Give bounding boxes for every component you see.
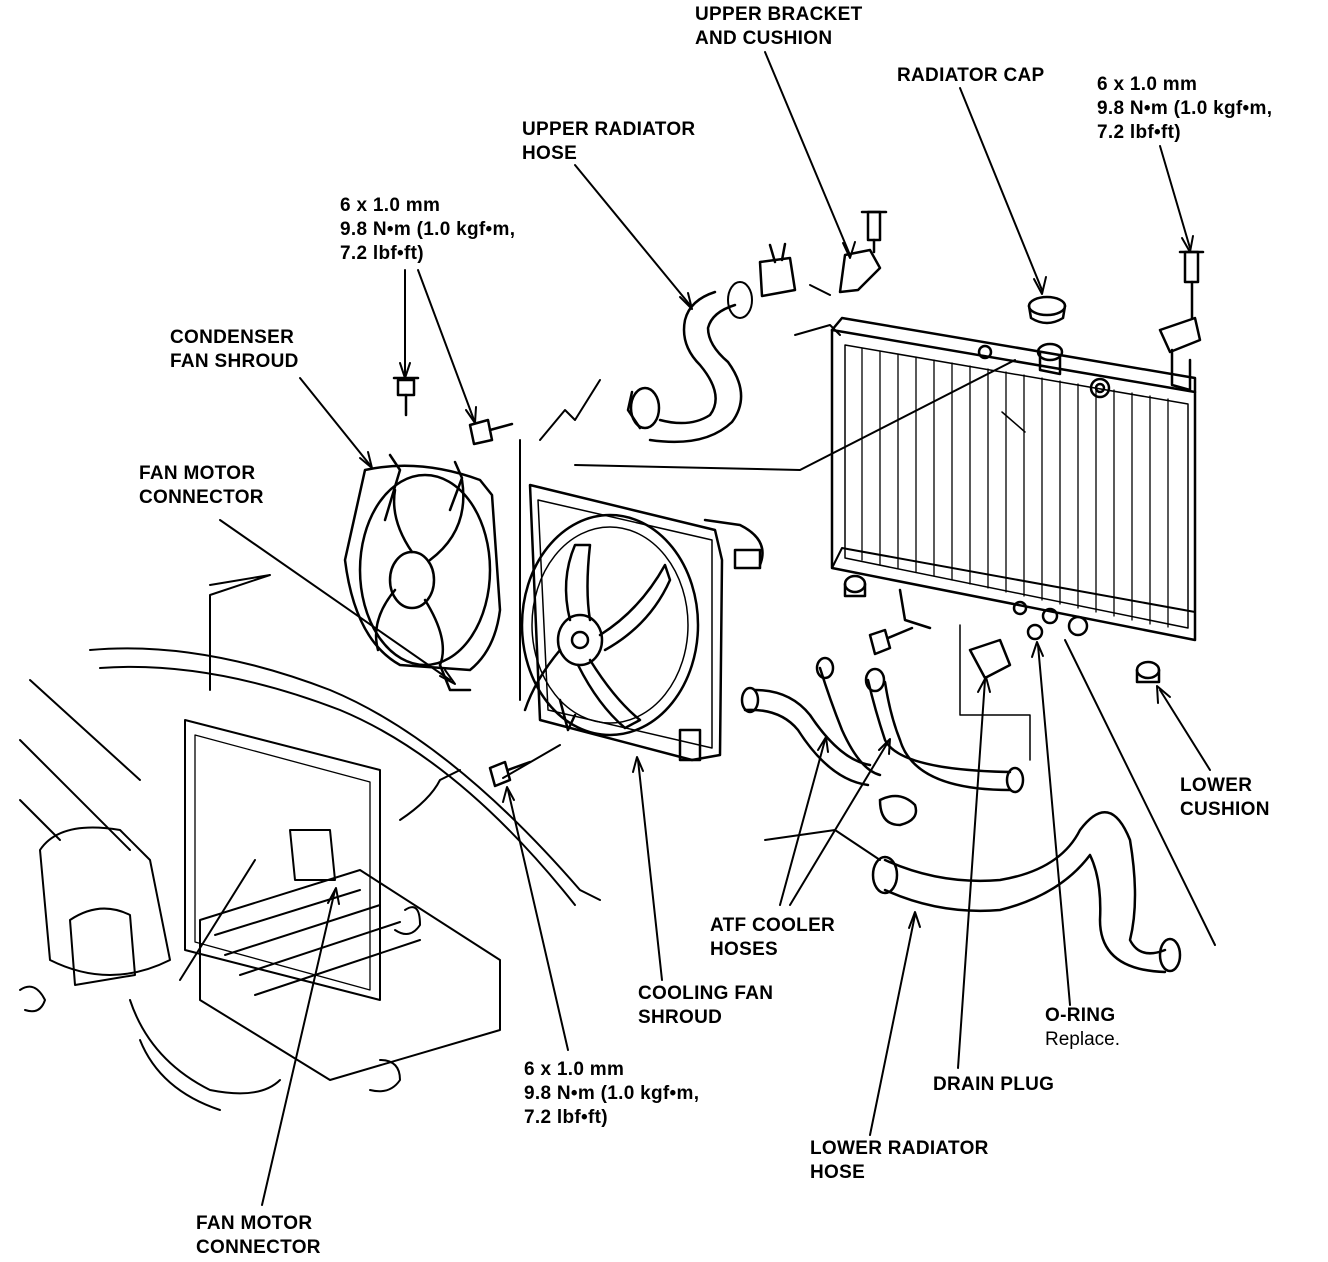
upper-radiator-hose <box>626 281 753 444</box>
drain-plug-label: DRAIN PLUG <box>933 1074 1055 1095</box>
flow-indicators <box>209 284 1016 861</box>
radiator <box>830 316 1197 684</box>
condenser-fan-shroud <box>343 453 502 692</box>
radiator-cap-label: RADIATOR CAP <box>897 65 1045 86</box>
lower-radiator-hose <box>871 811 1182 974</box>
cooling-fan-shroud <box>520 483 764 762</box>
leader-lines <box>179 51 1216 1206</box>
upper-bracket-and-cushion <box>758 210 888 298</box>
right-bracket <box>1158 250 1205 392</box>
drain-plug-and-o-ring <box>959 623 1044 761</box>
engine-bay <box>19 647 601 1111</box>
atf-cooler-hoses <box>740 656 1025 827</box>
radiator-cap <box>1027 295 1067 325</box>
